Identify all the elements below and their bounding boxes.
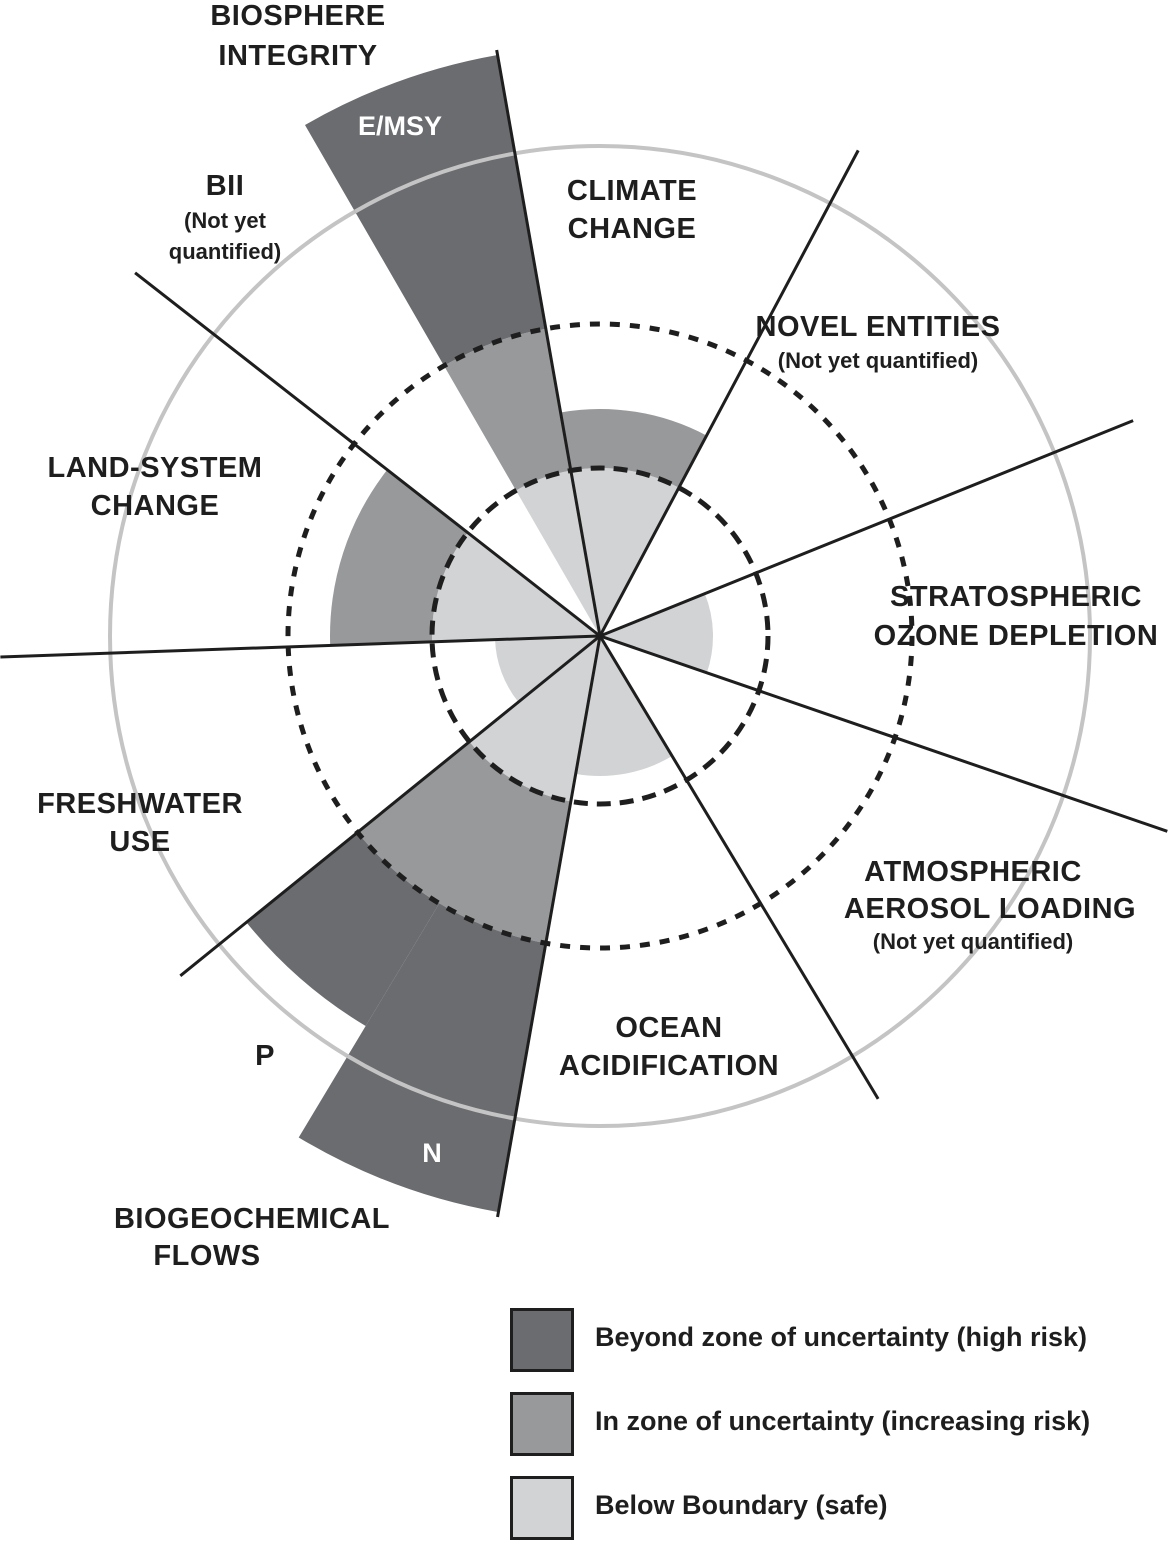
sector-ocean-acidification-safe xyxy=(575,636,673,776)
label-freshwater-use-2: USE xyxy=(109,826,170,858)
safe-boundary-circle xyxy=(429,465,771,807)
legend-label-safe: Below Boundary (safe) xyxy=(595,1490,888,1520)
divider-lines xyxy=(0,49,1168,1218)
sector-climate-change-safe xyxy=(570,468,679,636)
legend-label-increasing-risk: In zone of uncertainty (increasing risk) xyxy=(595,1406,1091,1436)
divider-line-3 xyxy=(599,419,1134,638)
sector-ozone-safe xyxy=(600,593,714,673)
legend-label-high-risk: Beyond zone of uncertainty (high risk) xyxy=(595,1322,1088,1352)
sector-biogeochemical-uncertain xyxy=(357,741,571,944)
label-atmospheric-aerosol-2: AEROSOL LOADING xyxy=(844,893,1136,925)
divider-line-9 xyxy=(134,271,601,638)
sectors-layer xyxy=(246,54,714,1213)
legend-item-safe: Below Boundary (safe) xyxy=(510,1476,1170,1540)
label-novel-entities-note: (Not yet quantified) xyxy=(778,348,978,373)
legend-swatch-high-risk xyxy=(510,1308,574,1372)
divider-line-7 xyxy=(179,634,601,977)
uncertainty-boundary-circle xyxy=(285,321,915,951)
divider-line-1 xyxy=(495,49,602,637)
ring-over-nitrogen xyxy=(346,1054,516,1121)
label-biosphere-integrity-1: BIOSPHERE xyxy=(210,0,385,32)
planetary-boundaries-diagram: BIOSPHERE INTEGRITY E/MSY BII (Not yet q… xyxy=(0,0,1168,1272)
label-stratospheric-ozone-1: STRATOSPHERIC xyxy=(890,581,1142,613)
label-biogeochemical-flows-1: BIOGEOCHEMICAL xyxy=(114,1203,390,1235)
label-bii-note-2: quantified) xyxy=(169,239,281,264)
label-emsy: E/MSY xyxy=(358,111,442,141)
label-freshwater-use-1: FRESHWATER xyxy=(37,788,243,820)
divider-line-5 xyxy=(598,635,880,1100)
ring-over-emsy xyxy=(354,151,516,214)
divider-line-6 xyxy=(496,635,602,1218)
divider-line-8 xyxy=(0,634,601,659)
sector-nitrogen-high-risk xyxy=(298,903,546,1213)
label-stratospheric-ozone-2: OZONE DEPLETION xyxy=(874,620,1159,652)
label-ocean-acidification-1: OCEAN xyxy=(615,1012,722,1044)
label-atmospheric-aerosol-1: ATMOSPHERIC xyxy=(864,856,1082,888)
label-biogeochemical-flows-2: FLOWS xyxy=(153,1240,260,1272)
label-climate-change-1: CLIMATE xyxy=(567,175,697,207)
label-bii: BII xyxy=(206,170,245,202)
label-ocean-acidification-2: ACIDIFICATION xyxy=(559,1050,779,1082)
legend-swatch-increasing-risk xyxy=(510,1392,574,1456)
label-n: N xyxy=(422,1138,442,1168)
legend-swatch-safe xyxy=(510,1476,574,1540)
sector-biosphere-safe xyxy=(516,470,600,636)
ring-overlay xyxy=(346,151,516,1121)
label-biosphere-integrity-2: INTEGRITY xyxy=(218,40,377,72)
sector-land-system-safe xyxy=(432,532,600,642)
label-p: P xyxy=(255,1040,275,1072)
label-bii-note-1: (Not yet xyxy=(184,208,267,233)
sector-emsy-high-risk xyxy=(305,54,546,366)
outer-ring xyxy=(108,144,1092,1128)
label-land-system-change-1: LAND-SYSTEM xyxy=(48,452,263,484)
sector-biogeochemical-safe xyxy=(469,636,600,802)
sector-phosphorus-high-risk xyxy=(246,832,440,1027)
legend-item-high-risk: Beyond zone of uncertainty (high risk) xyxy=(510,1308,1170,1372)
label-climate-change-2: CHANGE xyxy=(568,213,697,245)
divider-line-4 xyxy=(599,634,1168,833)
sector-freshwater-safe xyxy=(495,636,600,703)
label-land-system-change-2: CHANGE xyxy=(91,490,220,522)
divider-line-2 xyxy=(598,149,860,637)
sector-biosphere-uncertain xyxy=(444,328,571,491)
label-novel-entities: NOVEL ENTITIES xyxy=(756,311,1001,343)
legend-item-increasing-risk: In zone of uncertainty (increasing risk) xyxy=(510,1392,1170,1456)
label-atmospheric-aerosol-note: (Not yet quantified) xyxy=(873,929,1073,954)
